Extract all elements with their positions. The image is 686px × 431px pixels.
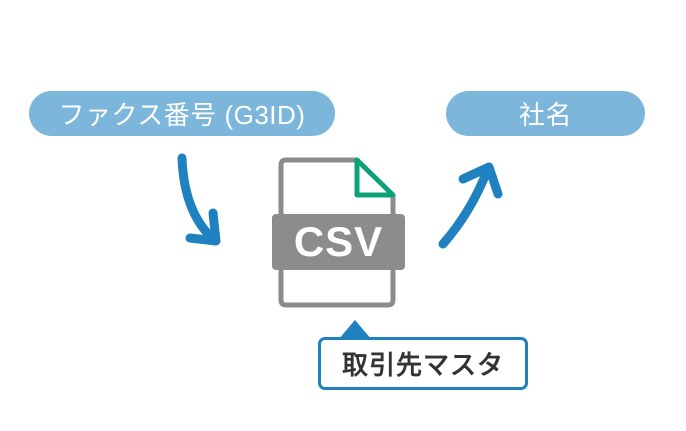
csv-band: CSV: [272, 214, 405, 270]
file-label-callout: 取引先マスタ: [318, 337, 528, 390]
folded-corner-icon: [354, 157, 396, 198]
fax-number-pill: ファクス番号 (G3ID): [29, 91, 335, 136]
file-label-callout-text: 取引先マスタ: [341, 350, 504, 380]
fax-number-pill-label: ファクス番号 (G3ID): [58, 100, 306, 130]
company-name-pill-label: 社名: [518, 100, 572, 130]
curved-arrow-up-right-icon: [438, 162, 503, 249]
company-name-pill: 社名: [446, 91, 645, 136]
callout-pointer-triangle: [338, 320, 372, 340]
csv-band-label: CSV: [293, 218, 384, 265]
curved-arrow-down-right-icon: [177, 153, 221, 246]
